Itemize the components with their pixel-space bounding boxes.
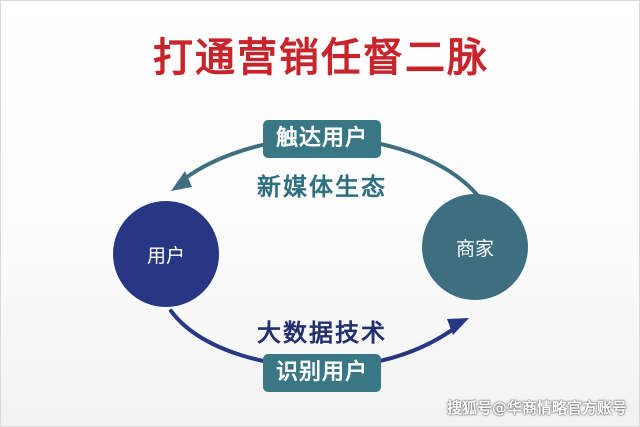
bottom-arrowhead <box>447 318 469 335</box>
reach-users-pill: 触达用户 <box>263 120 381 158</box>
new-media-caption: 新媒体生态 <box>257 173 387 201</box>
user-node-label: 用户 <box>146 244 185 267</box>
merchant-node-label: 商家 <box>455 237 494 260</box>
diagram-title: 打通营销任督二脉 <box>153 35 489 81</box>
watermark-text: 搜狐号@华商情略官方账号 <box>446 399 627 417</box>
big-data-caption: 大数据技术 <box>257 319 387 347</box>
merchant-node: 商家 <box>422 194 528 300</box>
user-node: 用户 <box>113 201 219 307</box>
identify-users-pill: 识别用户 <box>263 354 381 392</box>
top-arrowhead <box>171 171 192 191</box>
